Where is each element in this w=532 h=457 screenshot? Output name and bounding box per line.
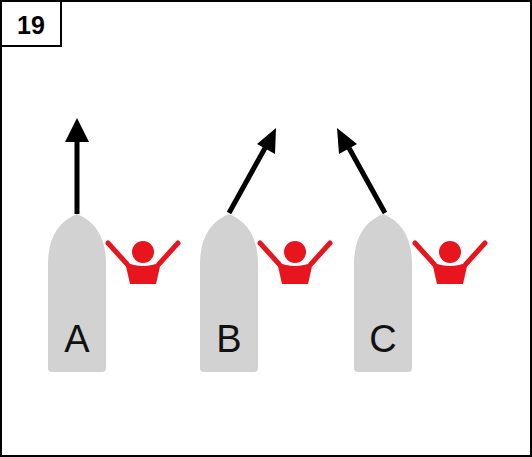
person-figure [415,241,485,284]
arrows [65,118,385,214]
boat-letter: A [48,320,106,358]
boat-letter: C [354,320,412,358]
boat-hull: C [354,214,412,372]
tab-border [0,0,61,46]
boat-hull: A [48,214,106,372]
boat-letter: B [200,320,258,358]
person-figures [108,241,485,284]
panel-number: 19 [17,13,45,38]
person-figure [108,241,178,284]
boat-hull: B [200,214,258,372]
person-figure [260,241,330,284]
